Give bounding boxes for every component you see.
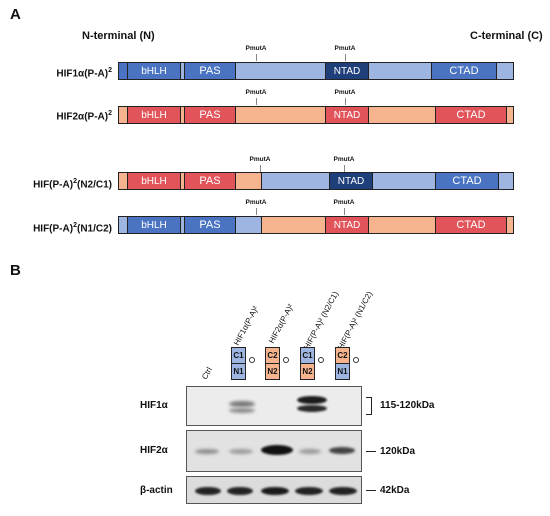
c-terminal-label: C-terminal (C) xyxy=(470,30,543,42)
ntad-domain: NTAD xyxy=(329,173,373,189)
blot-label-hif1a: HIF1α xyxy=(140,400,168,411)
construct-label-n2c1: HIF(P-A)2(N2/C1) xyxy=(33,178,112,191)
ctad-domain: CTAD xyxy=(435,173,499,189)
pmuta-label: PmutA xyxy=(334,45,356,52)
pas-domain: PAS xyxy=(184,173,236,189)
blot-label-hif2a: HIF2α xyxy=(140,445,168,456)
n-terminal-label: N-terminal (N) xyxy=(82,30,155,42)
construct-label-hif2a: HIF2α(P-A)2 xyxy=(56,110,112,123)
bracket-icon xyxy=(366,397,372,415)
lane-label-n2c1: HIF(P-A)² (N2/C1) xyxy=(302,289,341,351)
n1-box: N1 xyxy=(335,363,350,380)
bhlh-domain: bHLH xyxy=(127,173,181,189)
ntad-domain: NTAD xyxy=(325,107,369,123)
pmuta-label: PmutA xyxy=(333,199,355,206)
ntad-domain: NTAD xyxy=(325,63,369,79)
ctad-domain: CTAD xyxy=(435,107,507,123)
pas-domain: PAS xyxy=(184,107,236,123)
size-label-actin: 42kDa xyxy=(380,485,410,496)
ctad-domain: CTAD xyxy=(435,217,507,233)
blot-hif1a xyxy=(186,386,362,426)
lane-label-ctrl: Ctrl xyxy=(200,365,214,381)
panel-b-letter: B xyxy=(10,262,21,279)
size-label-hif1a: 115-120kDa xyxy=(380,400,435,411)
pmuta-label: PmutA xyxy=(334,89,356,96)
ntad-domain: NTAD xyxy=(325,217,369,233)
panel-a-letter: A xyxy=(10,6,21,23)
lane-label-n1c2: HIF(P-A)² (N1/C2) xyxy=(336,289,375,351)
pmuta-label: PmutA xyxy=(245,199,267,206)
pas-domain: PAS xyxy=(184,63,236,79)
n1-box: N1 xyxy=(231,363,246,380)
n2-box: N2 xyxy=(300,363,315,380)
pmuta-label: PmutA xyxy=(245,45,267,52)
construct-bar-n2c1: bHLH PAS NTAD CTAD xyxy=(118,172,514,190)
construct-label-hif1a: HIF1α(P-A)2 xyxy=(56,67,112,80)
construct-bar-n1c2: bHLH PAS NTAD CTAD xyxy=(118,216,514,234)
bhlh-domain: bHLH xyxy=(127,63,181,79)
lane-label-hif1a: HIF1α(P-A)² xyxy=(232,304,261,347)
pas-domain: PAS xyxy=(184,217,236,233)
size-label-hif2a: 120kDa xyxy=(380,446,416,457)
c1-box: C1 xyxy=(231,347,246,364)
c2-box: C2 xyxy=(265,347,280,364)
blot-actin xyxy=(186,476,362,504)
lane-label-hif2a: HIF2α(P-A)² xyxy=(267,302,296,345)
construct-bar-hif2a: bHLH PAS NTAD CTAD xyxy=(118,106,514,124)
ctad-domain: CTAD xyxy=(431,63,497,79)
blot-label-actin: β-actin xyxy=(140,485,173,496)
pmuta-label: PmutA xyxy=(249,156,271,163)
construct-bar-hif1a: bHLH PAS NTAD CTAD xyxy=(118,62,514,80)
blot-hif2a xyxy=(186,430,362,472)
construct-label-n1c2: HIF(P-A)2(N1/C2) xyxy=(33,222,112,235)
c2-box: C2 xyxy=(335,347,350,364)
pmuta-label: PmutA xyxy=(333,156,355,163)
bhlh-domain: bHLH xyxy=(127,217,181,233)
pmuta-label: PmutA xyxy=(245,89,267,96)
n2-box: N2 xyxy=(265,363,280,380)
bhlh-domain: bHLH xyxy=(127,107,181,123)
c1-box: C1 xyxy=(300,347,315,364)
